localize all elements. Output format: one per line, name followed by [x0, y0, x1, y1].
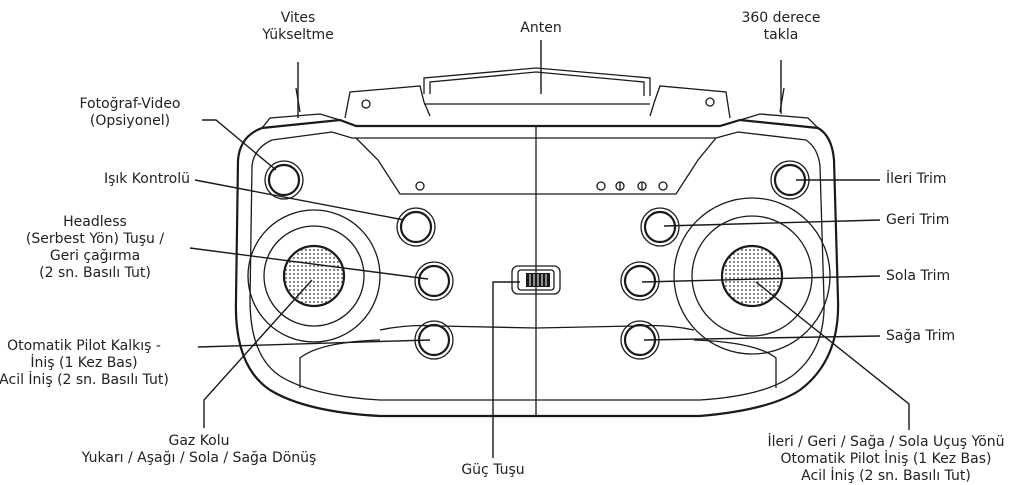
- antenna: [344, 67, 731, 119]
- label-line: Geri Trim: [886, 212, 950, 228]
- photo-video-button[interactable]: [264, 160, 304, 200]
- label-guc-tusu: Güç Tuşu: [443, 462, 543, 479]
- label-headless: Headless (Serbest Yön) Tuşu / Geri çağır…: [0, 214, 190, 282]
- label-line: İniş (1 Kez Bas): [30, 355, 138, 371]
- power-switch[interactable]: [511, 265, 561, 295]
- label-otomatik-pilot: Otomatik Pilot Kalkış - İniş (1 Kez Bas)…: [0, 338, 198, 389]
- label-saga-trim: Sağa Trim: [886, 328, 1006, 345]
- label-line: Geri çağırma: [49, 248, 141, 264]
- backward-trim-button[interactable]: [640, 207, 680, 247]
- label-line: Otomatik Pilot İniş (1 Kez Bas): [780, 451, 992, 467]
- label-sola-trim: Sola Trim: [886, 268, 1006, 285]
- label-anten: Anten: [501, 20, 581, 37]
- left-stick-gaz-kolu[interactable]: [247, 209, 381, 343]
- label-line: Anten: [520, 20, 562, 36]
- label-line: Vites: [280, 10, 316, 26]
- label-ucus-yonu: İleri / Geri / Sağa / Sola Uçuş Yönü Oto…: [744, 434, 1028, 485]
- label-line: Yükseltme: [262, 27, 334, 43]
- label-fotograf-video: Fotoğraf-Video (Opsiyonel): [60, 96, 200, 130]
- label-ileri-trim: İleri Trim: [886, 171, 1006, 188]
- label-gaz-kolu: Gaz Kolu Yukarı / Aşağı / Sola / Sağa Dö…: [44, 433, 354, 467]
- label-line: Acil İniş (2 sn. Basılı Tut): [0, 372, 169, 388]
- label-geri-trim: Geri Trim: [886, 212, 1006, 229]
- label-line: İleri Trim: [886, 171, 947, 187]
- indicator-leds: [415, 181, 668, 191]
- label-line: Güç Tuşu: [461, 462, 525, 478]
- label-line: İleri / Geri / Sağa / Sola Uçuş Yönü: [767, 434, 1005, 450]
- label-line: 360 derece: [741, 10, 821, 26]
- label-line: Sağa Trim: [886, 328, 956, 344]
- label-isik-kontrolu: Işık Kontrolü: [40, 171, 190, 188]
- label-line: Işık Kontrolü: [103, 171, 190, 187]
- label-line: (Opsiyonel): [89, 113, 171, 129]
- label-line: Otomatik Pilot Kalkış -: [7, 338, 161, 354]
- label-line: Headless: [63, 214, 127, 230]
- label-line: Sola Trim: [886, 268, 951, 284]
- light-control-button[interactable]: [396, 207, 436, 247]
- leader-lines: [189, 40, 910, 458]
- left-trim-button[interactable]: [620, 261, 660, 301]
- label-line: (Serbest Yön) Tuşu /: [25, 231, 165, 247]
- headless-button[interactable]: [414, 261, 454, 301]
- label-line: takla: [763, 27, 799, 43]
- label-line: Yukarı / Aşağı / Sola / Sağa Dönüş: [81, 450, 317, 466]
- label-line: Gaz Kolu: [168, 433, 230, 449]
- label-line: Fotoğraf-Video: [79, 96, 181, 112]
- label-vites-yukseltme: Vites Yükseltme: [248, 10, 348, 44]
- label-line: Acil İniş (2 sn. Basılı Tut): [801, 468, 971, 484]
- label-360-takla: 360 derece takla: [731, 10, 831, 44]
- label-line: (2 sn. Basılı Tut): [39, 265, 151, 281]
